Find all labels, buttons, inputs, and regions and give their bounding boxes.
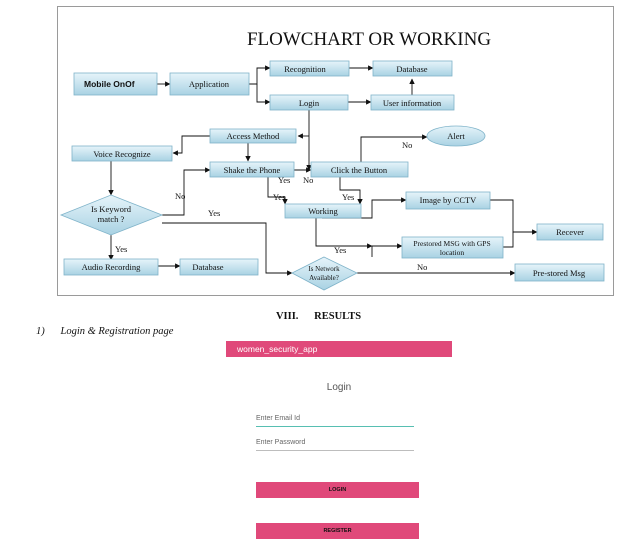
node-recever: Recever: [536, 223, 604, 241]
password-field[interactable]: Enter Password: [256, 439, 414, 451]
login-button[interactable]: LOGIN: [256, 482, 419, 498]
node-database-bottom: Database: [179, 258, 259, 276]
node-network-available: Is Network Available?: [291, 256, 358, 291]
node-click-the-button: Click the Button: [310, 161, 409, 178]
svg-text:Recever: Recever: [556, 227, 584, 237]
login-screen-title: Login: [326, 382, 352, 393]
svg-text:Recognition: Recognition: [284, 64, 326, 74]
svg-text:Working: Working: [308, 206, 338, 216]
app-title-bar: women_security_app: [226, 341, 452, 357]
svg-text:match ?: match ?: [98, 214, 125, 224]
svg-text:Database: Database: [192, 262, 223, 272]
flowchart-title: FLOWCHART OR WORKING: [247, 29, 491, 50]
svg-text:Is Network: Is Network: [308, 265, 340, 273]
node-application: Application: [169, 72, 250, 96]
node-login: Login: [269, 94, 349, 111]
node-prestored-msg: Pre-stored Msg: [514, 263, 605, 282]
register-button[interactable]: REGISTER: [256, 523, 419, 539]
svg-text:Shake the Phone: Shake the Phone: [224, 165, 281, 175]
edge-label-yes: Yes: [273, 192, 285, 202]
edge-label-no: No: [175, 191, 185, 201]
svg-text:Is Keyword: Is Keyword: [91, 204, 132, 214]
node-image-by-cctv: Image by CCTV: [405, 191, 491, 210]
svg-text:Pre-stored Msg: Pre-stored Msg: [533, 268, 586, 278]
flowchart-connectors: [108, 65, 538, 276]
edge-label-no: No: [417, 262, 427, 272]
node-user-information: User information: [370, 94, 455, 111]
edge-label-no: No: [402, 140, 412, 150]
svg-text:Application: Application: [189, 79, 230, 89]
edge-label-yes: Yes: [208, 208, 220, 218]
node-keyword-match: Is Keyword match ?: [59, 194, 164, 236]
edge-label-yes: Yes: [334, 245, 346, 255]
section-heading: VIII. RESULTS: [275, 311, 362, 322]
edge-label-no: No: [303, 175, 313, 185]
svg-text:Database: Database: [396, 64, 427, 74]
svg-text:Available?: Available?: [309, 274, 339, 282]
node-prestored-msg-gps: Prestored MSG with GPS location: [401, 236, 504, 259]
svg-text:Alert: Alert: [447, 131, 465, 141]
svg-text:Access Method: Access Method: [227, 131, 280, 141]
svg-text:Click the Button: Click the Button: [331, 165, 388, 175]
subsection-heading: 1) Login & Registration page: [36, 326, 174, 337]
svg-text:location: location: [440, 248, 464, 257]
node-voice-recognize: Voice Recognize: [71, 145, 173, 162]
svg-text:Voice Recognize: Voice Recognize: [93, 149, 150, 159]
node-mobile: Mobile OnOf: [73, 72, 158, 96]
svg-text:Prestored MSG with GPS: Prestored MSG with GPS: [413, 239, 490, 248]
flowchart-svg: FLOWCHART OR WORKING Mobile OnOf: [59, 29, 605, 291]
node-audio-recording: Audio Recording: [63, 258, 159, 276]
svg-text:Image by CCTV: Image by CCTV: [420, 195, 478, 205]
node-shake-the-phone: Shake the Phone: [209, 161, 295, 178]
flowchart-figure: FLOWCHART OR WORKING Mobile OnOf: [57, 6, 614, 296]
svg-text:Audio Recording: Audio Recording: [82, 262, 142, 272]
email-field[interactable]: Enter Email Id: [256, 415, 414, 427]
node-access-method: Access Method: [209, 128, 297, 144]
edge-label-yes: Yes: [115, 244, 127, 254]
node-database-top: Database: [372, 60, 453, 77]
node-alert: Alert: [426, 125, 486, 147]
svg-text:User information: User information: [383, 98, 442, 108]
svg-text:Mobile OnOf: Mobile OnOf: [84, 79, 135, 89]
edge-label-yes: Yes: [342, 192, 354, 202]
node-recognition: Recognition: [269, 60, 350, 77]
svg-text:Login: Login: [299, 98, 320, 108]
node-working: Working: [284, 203, 362, 219]
edge-label-yes: Yes: [278, 175, 290, 185]
